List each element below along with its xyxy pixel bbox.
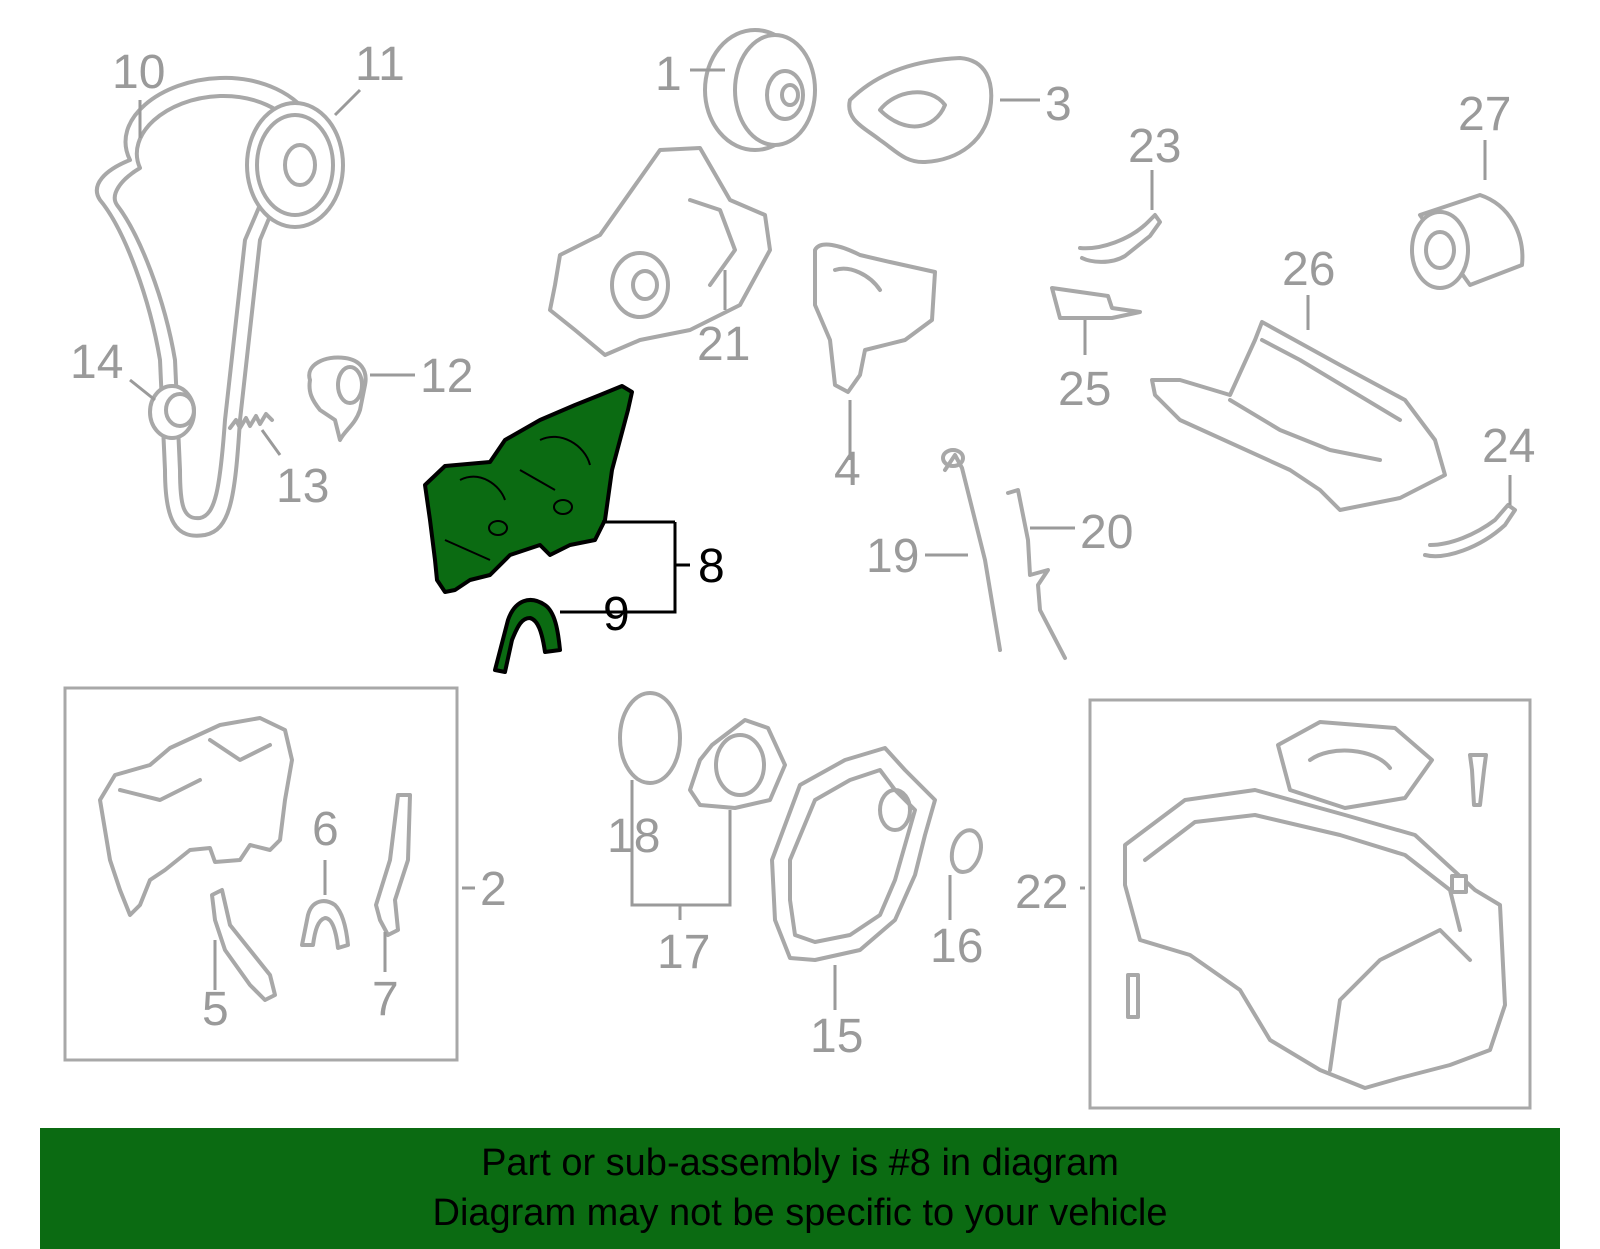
- banner-line-disclaimer: Diagram may not be specific to your vehi…: [432, 1192, 1168, 1234]
- part-2-kit-cover[interactable]: [98, 716, 294, 917]
- part-8-timing-belt-cover-highlighted[interactable]: [423, 384, 634, 594]
- part-9-seal-highlighted[interactable]: [493, 598, 562, 674]
- part-23-bracket[interactable]: [1078, 213, 1162, 264]
- callout-24[interactable]: 24: [1482, 420, 1535, 473]
- part-7-kit-gasket[interactable]: [374, 793, 412, 937]
- part-13-tensioner-spring[interactable]: [228, 412, 274, 430]
- part-25-oil-strainer[interactable]: [1050, 286, 1142, 320]
- part-27-oil-filter[interactable]: [1410, 193, 1525, 290]
- callout-4[interactable]: 4: [834, 443, 861, 496]
- callout-12[interactable]: 12: [420, 350, 473, 403]
- callout-11[interactable]: 11: [355, 38, 405, 91]
- part-18-o-ring[interactable]: [618, 691, 682, 785]
- part-17-rear-seal-housing[interactable]: [688, 718, 787, 810]
- callout-3[interactable]: 3: [1045, 78, 1072, 131]
- callout-25[interactable]: 25: [1058, 363, 1111, 416]
- part-1-crankshaft-pulley[interactable]: [703, 28, 817, 152]
- leader-lines: [129, 68, 1512, 1010]
- part-11-camshaft-sprocket[interactable]: [245, 101, 345, 229]
- info-banner: Part or sub-assembly is #8 in diagram Di…: [40, 1128, 1560, 1249]
- part-3-upper-cover[interactable]: [847, 56, 994, 165]
- part-20-dipstick-tube[interactable]: [1006, 488, 1067, 660]
- callout-9[interactable]: 9: [603, 588, 630, 641]
- callout-1[interactable]: 1: [655, 48, 682, 101]
- part-16-small-gasket[interactable]: [949, 828, 983, 874]
- callout-13[interactable]: 13: [276, 460, 329, 513]
- callout-15[interactable]: 15: [810, 1010, 863, 1063]
- callout-2[interactable]: 2: [480, 863, 507, 916]
- callout-7[interactable]: 7: [372, 973, 399, 1026]
- kit-box-22: [1088, 698, 1532, 1110]
- exploded-parts-diagram: 10 11 14 12 13 1 3 21 4 23 27 26 25 24 1…: [63, 28, 1535, 1110]
- callout-22[interactable]: 22: [1015, 866, 1068, 919]
- part-6-kit-seal[interactable]: [300, 899, 350, 950]
- callout-6[interactable]: 6: [312, 803, 339, 856]
- part-15-oil-pan-gasket[interactable]: [770, 746, 937, 962]
- callout-14[interactable]: 14: [70, 336, 123, 389]
- part-4-bracket[interactable]: [813, 242, 937, 394]
- part-10-timing-belt[interactable]: [94, 75, 312, 538]
- callout-17[interactable]: 17: [657, 926, 710, 979]
- callout-26[interactable]: 26: [1282, 243, 1335, 296]
- kit-box-2: [63, 686, 459, 1062]
- callout-labels: 10 11 14 12 13 1 3 21 4 23 27 26 25 24 1…: [70, 38, 1535, 1063]
- callout-18[interactable]: 18: [607, 810, 660, 863]
- callout-19[interactable]: 19: [866, 530, 919, 583]
- part-24-bracket[interactable]: [1423, 503, 1517, 559]
- callout-10[interactable]: 10: [112, 46, 165, 99]
- callout-8[interactable]: 8: [698, 540, 725, 593]
- callout-27[interactable]: 27: [1458, 88, 1511, 141]
- part-21-oil-pump-housing[interactable]: [548, 146, 772, 357]
- part-14-idler-pulley[interactable]: [148, 384, 196, 440]
- part-22-oil-pan[interactable]: [1123, 720, 1507, 1090]
- callout-23[interactable]: 23: [1128, 120, 1181, 173]
- part-19-dipstick[interactable]: [941, 448, 1002, 652]
- callout-21[interactable]: 21: [697, 318, 750, 371]
- banner-line-part-number: Part or sub-assembly is #8 in diagram: [481, 1142, 1119, 1184]
- callout-16[interactable]: 16: [930, 920, 983, 973]
- part-5-kit-bracket[interactable]: [210, 888, 277, 1002]
- callout-20[interactable]: 20: [1080, 506, 1133, 559]
- callout-5[interactable]: 5: [202, 983, 229, 1036]
- part-12-belt-tensioner[interactable]: [307, 355, 368, 442]
- part-26-oil-baffle[interactable]: [1150, 320, 1447, 512]
